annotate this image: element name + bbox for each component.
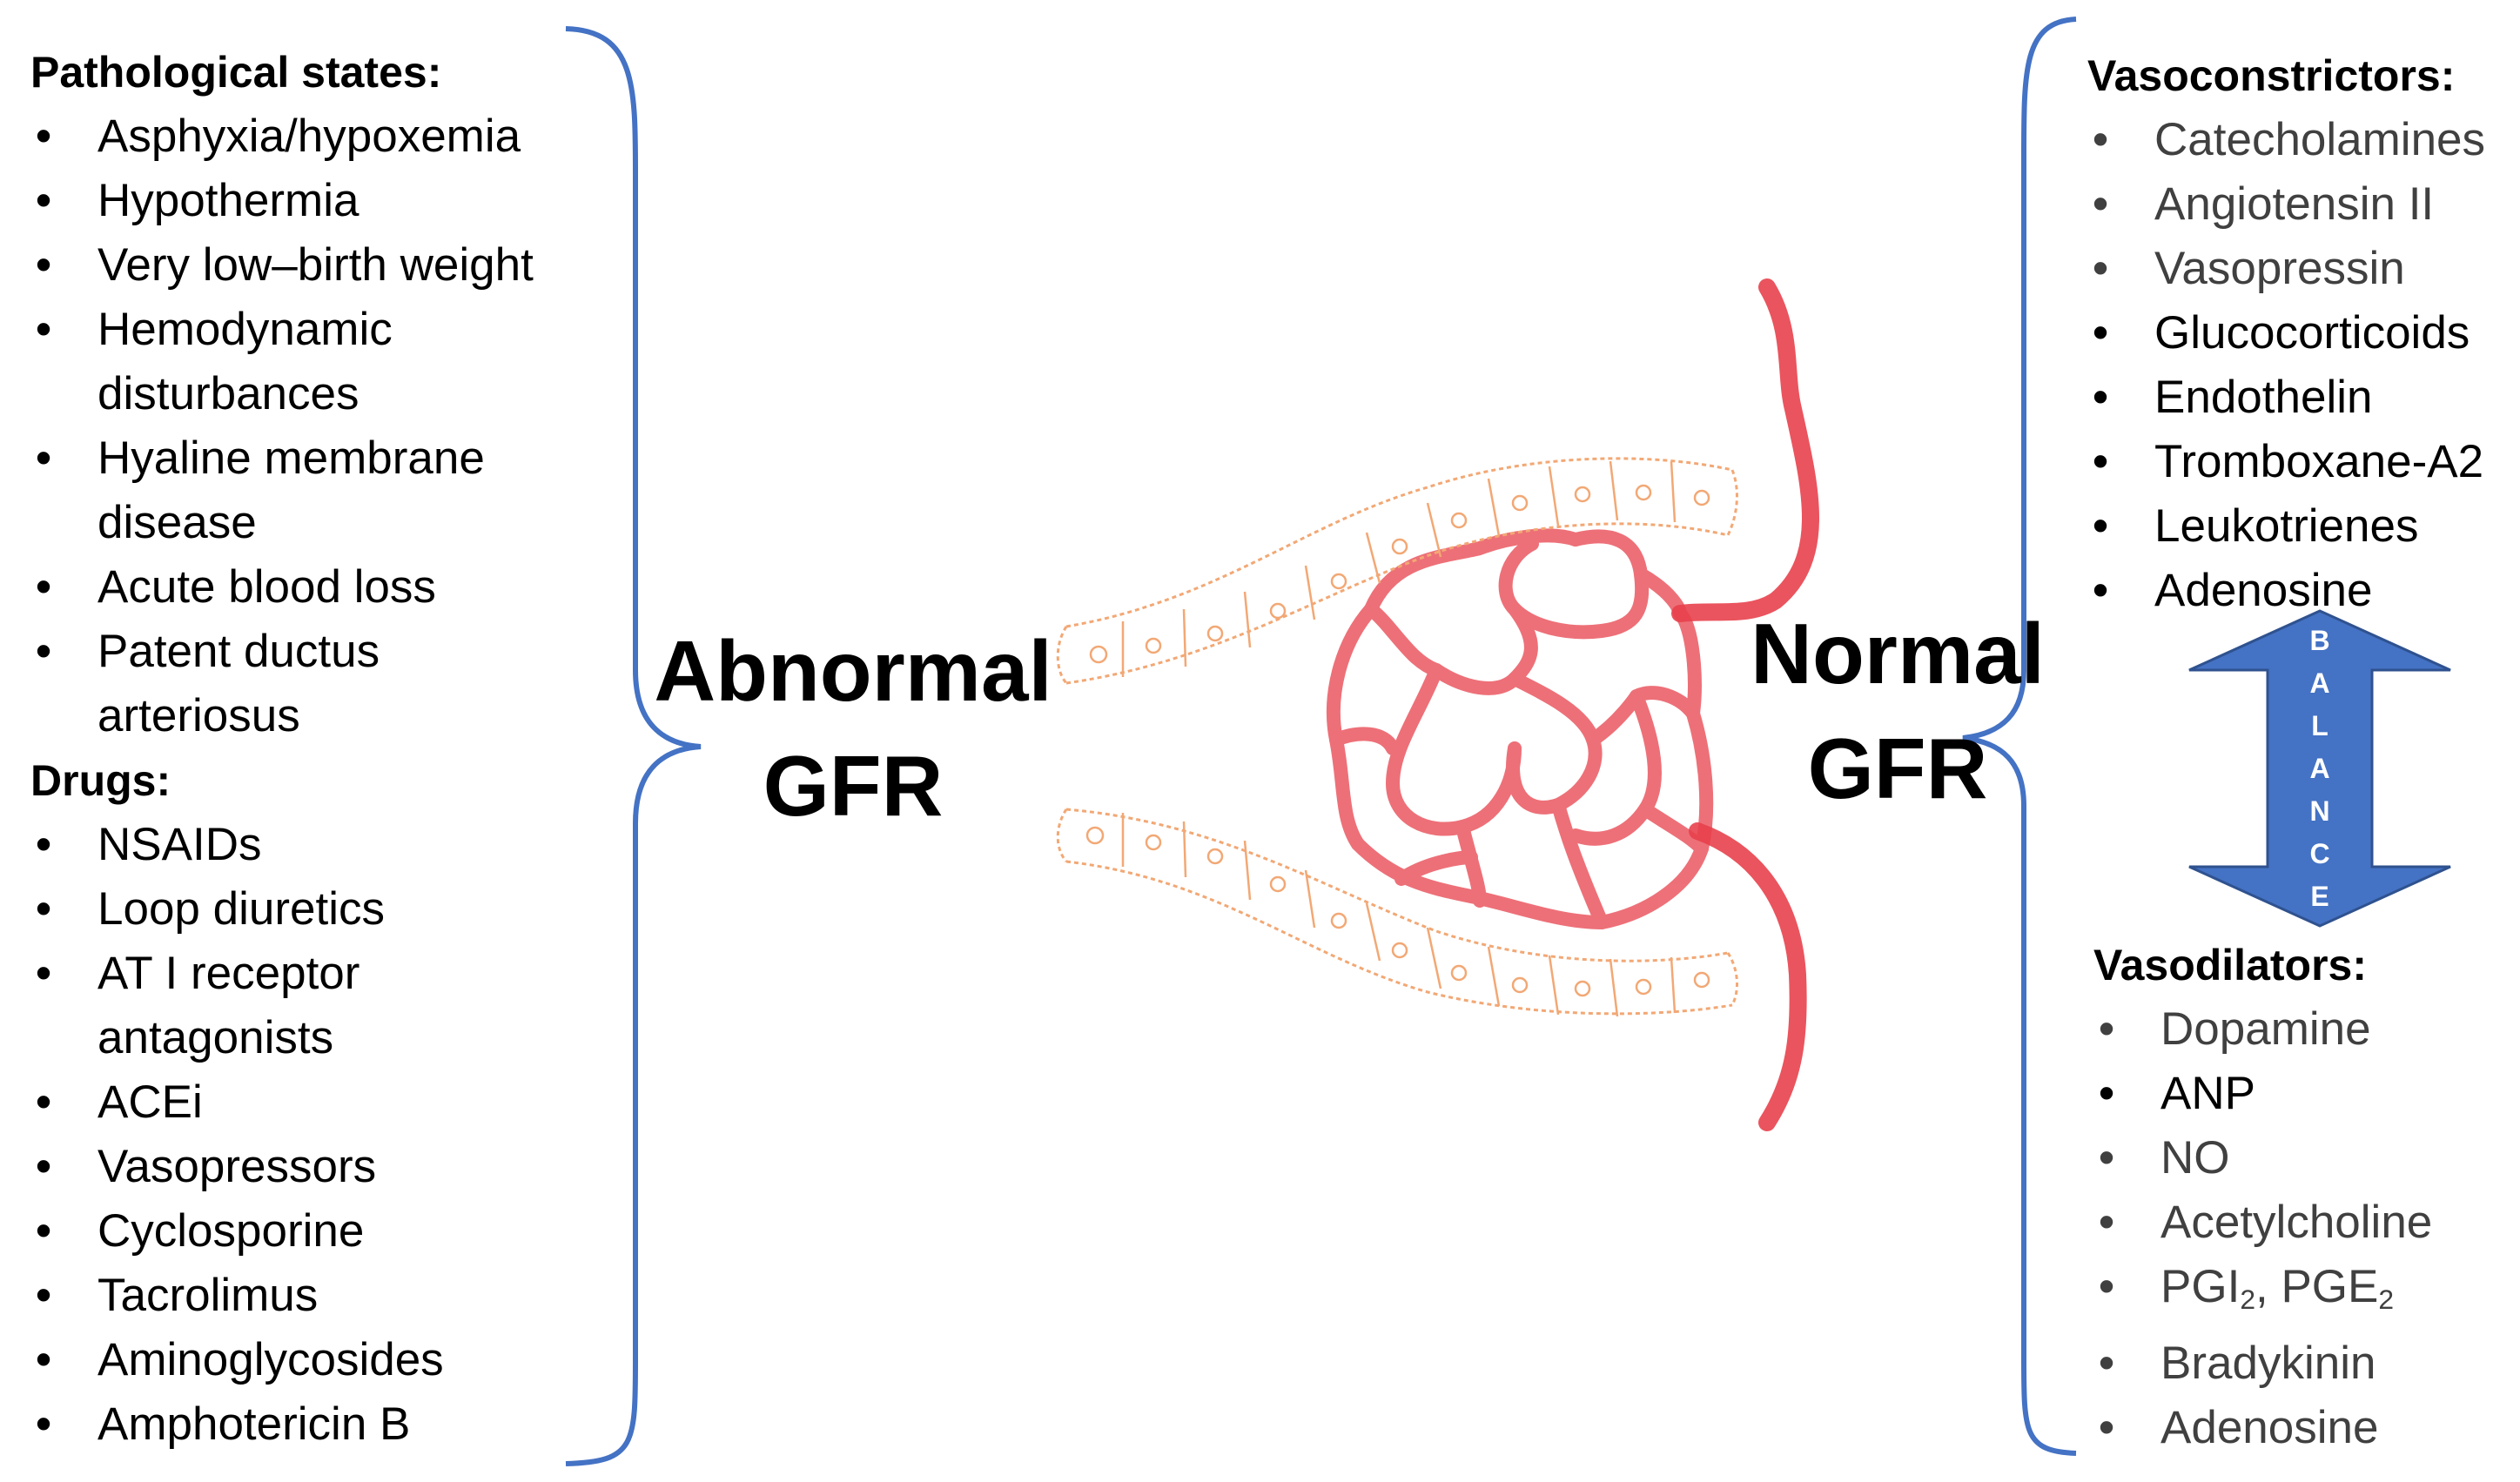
pathological-states-heading: Pathological states:: [30, 48, 442, 97]
list-item: •Hypothermia: [35, 175, 360, 226]
list-item: •Asphyxia/hypoxemia: [35, 111, 521, 162]
vasodilators-panel: Vasodilators: •Dopamine •ANP •NO •Acetyl…: [2093, 933, 2518, 1460]
balance-letter: N: [2309, 795, 2330, 827]
normal-line-2: GFR: [1807, 721, 1988, 816]
abnormal-gfr-label: Abnormal GFR: [648, 614, 1058, 843]
right-brace: [1962, 17, 2077, 1456]
list-item: •PGI2, PGE2: [2098, 1261, 2395, 1315]
list-item: •Vasopressors: [35, 1141, 377, 1192]
list-item: •Acute blood loss: [35, 561, 436, 613]
list-item: •Adenosine: [2098, 1401, 2379, 1453]
tubule-lower: [1056, 808, 1738, 1016]
list-item: •Leukotrienes: [2092, 500, 2419, 552]
left-brace: [565, 26, 702, 1466]
left-panel: Pathological states: •Asphyxia/hypoxemia…: [30, 40, 622, 1457]
tubule-upper-cells: [1089, 460, 1710, 677]
list-item: •Adenosine: [2092, 565, 2373, 616]
balance-letter: C: [2309, 838, 2330, 869]
list-item: •Catecholamines: [2092, 114, 2486, 165]
list-item: •Endothelin: [2092, 372, 2373, 423]
balance-letter: A: [2309, 667, 2330, 699]
list-item: •Angiotensin II: [2092, 178, 2435, 230]
list-item: •Bradykinin: [2098, 1337, 2376, 1389]
list-item: •ANP: [2098, 1068, 2255, 1119]
vasodilators-list: •Dopamine •ANP •NO •Acetylcholine •PGI2,…: [2093, 997, 2518, 1460]
vasoconstrictors-panel: Vasoconstrictors: •Catecholamines •Angio…: [2087, 44, 2518, 623]
glomerulus: [1327, 528, 1714, 929]
list-item: •NO: [2098, 1132, 2230, 1184]
balance-arrow-shape: [2188, 609, 2451, 928]
normal-line-1: Normal: [1751, 606, 2045, 701]
balance-letter: B: [2309, 625, 2330, 656]
list-item: •Tacrolimus: [35, 1270, 319, 1321]
list-item: •Very low–birth weight: [35, 239, 534, 291]
list-item: •Loop diuretics: [35, 883, 385, 935]
drugs-heading: Drugs:: [30, 756, 171, 805]
vasodilators-heading: Vasodilators:: [2093, 941, 2367, 989]
balance-label: B A L A N C E: [2289, 620, 2350, 918]
list-item: •Dopamine: [2098, 1003, 2371, 1055]
list-item: •Acetylcholine: [2098, 1197, 2433, 1248]
vessels: [1671, 278, 1819, 1131]
tubule-lower-cells: [1085, 813, 1710, 1017]
list-item: •Vasopressin: [2092, 243, 2405, 294]
list-item: •Cyclosporine: [35, 1205, 365, 1257]
list-item: •NSAIDs: [35, 819, 262, 870]
balance-letter: L: [2311, 710, 2328, 741]
vasoconstrictors-heading: Vasoconstrictors:: [2087, 51, 2456, 100]
vessel-lower: [1689, 822, 1807, 1131]
balance-letter: E: [2310, 881, 2329, 912]
pathological-states-list: •Asphyxia/hypoxemia •Hypothermia •Very l…: [30, 104, 622, 748]
vasoconstrictors-list: •Catecholamines •Angiotensin II •Vasopre…: [2087, 108, 2518, 623]
list-item: •Amphotericin B: [35, 1398, 411, 1450]
list-item: •Aminoglycosides: [35, 1334, 444, 1385]
list-item: •ACEi: [35, 1076, 203, 1128]
list-item: •Tromboxane-A2: [2092, 436, 2484, 487]
balance-letter: A: [2309, 753, 2330, 784]
list-item: •Glucocorticoids: [2092, 307, 2470, 359]
abnormal-line-1: Abnormal: [654, 623, 1052, 719]
vessel-upper: [1671, 278, 1819, 622]
abnormal-line-2: GFR: [763, 738, 944, 834]
normal-gfr-label: Normal GFR: [1741, 596, 2054, 826]
tubule-upper: [1056, 457, 1738, 685]
